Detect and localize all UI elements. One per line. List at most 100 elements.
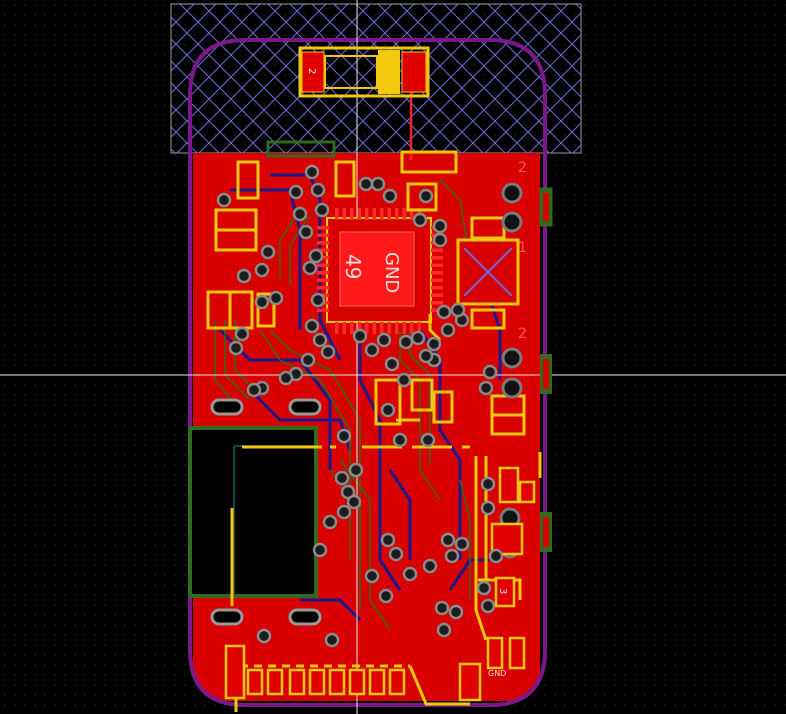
via xyxy=(402,566,418,582)
ic-pin xyxy=(365,322,369,334)
ic-pin xyxy=(431,301,443,305)
via xyxy=(418,348,434,364)
via xyxy=(334,470,350,486)
ic-pin xyxy=(387,208,391,220)
via xyxy=(304,164,320,180)
ic-pin xyxy=(357,208,361,220)
via xyxy=(320,344,336,360)
via xyxy=(388,546,404,562)
via xyxy=(246,382,262,398)
ic-pin xyxy=(350,322,354,334)
center-passives[interactable] xyxy=(374,378,526,436)
via xyxy=(300,352,316,368)
via xyxy=(236,268,252,284)
via xyxy=(410,330,426,346)
ic-pin xyxy=(380,322,384,334)
side-connectors[interactable] xyxy=(539,187,553,552)
via xyxy=(422,558,438,574)
via xyxy=(254,294,270,310)
via xyxy=(234,326,250,342)
via xyxy=(228,340,244,356)
ic-pin xyxy=(402,322,406,334)
via xyxy=(436,622,452,638)
via xyxy=(440,532,456,548)
via xyxy=(352,328,368,344)
via xyxy=(448,604,464,620)
via xyxy=(396,372,412,388)
ic-pin xyxy=(395,208,399,220)
ic-pin xyxy=(372,322,376,334)
via xyxy=(480,598,496,614)
via xyxy=(256,628,272,644)
via xyxy=(336,428,352,444)
via xyxy=(382,188,398,204)
via xyxy=(278,370,294,386)
ic-pin xyxy=(365,208,369,220)
via xyxy=(450,302,466,318)
via xyxy=(302,260,318,276)
via xyxy=(308,248,324,264)
ic-pin xyxy=(410,322,414,334)
crystal-component[interactable] xyxy=(456,216,520,330)
ic-pin xyxy=(387,322,391,334)
via xyxy=(336,504,352,520)
silkscreen-text: GND 49 2 2 1 2 3 GND xyxy=(306,68,527,678)
via xyxy=(392,432,408,448)
via xyxy=(288,184,304,200)
vias xyxy=(216,164,504,648)
via xyxy=(444,548,460,564)
ic-pin xyxy=(431,293,443,297)
via xyxy=(432,232,448,248)
ic-pin xyxy=(410,208,414,220)
ic-pin xyxy=(431,256,443,260)
via xyxy=(478,380,494,396)
ic-pad-number-label: 49 xyxy=(341,254,365,279)
via xyxy=(254,262,270,278)
via xyxy=(434,600,450,616)
ic-pin xyxy=(317,226,329,230)
via xyxy=(378,588,394,604)
left-passives[interactable] xyxy=(206,150,458,330)
usb-connector-courtyard xyxy=(188,426,318,598)
pad-2-right-a-label: 2 xyxy=(518,160,527,176)
via xyxy=(346,494,362,510)
via xyxy=(476,580,492,596)
ic-pin xyxy=(372,208,376,220)
ic-pin xyxy=(317,271,329,275)
via xyxy=(398,334,414,350)
ic-pin xyxy=(342,208,346,220)
ic-pin xyxy=(335,322,339,334)
ic-pin xyxy=(431,278,443,282)
lower-right-parts[interactable] xyxy=(486,466,536,670)
via xyxy=(380,402,396,418)
via xyxy=(480,476,496,492)
top-fuse-footprint[interactable] xyxy=(298,46,430,98)
via xyxy=(310,292,326,308)
ic-pad-net-label: GND xyxy=(381,252,402,293)
main-ic[interactable] xyxy=(317,208,443,334)
via xyxy=(216,192,232,208)
ic-pin xyxy=(317,263,329,267)
ic-pin xyxy=(431,263,443,267)
bottom-pad-row[interactable] xyxy=(224,644,482,702)
net-gnd-lower-label: GND xyxy=(488,669,506,678)
via xyxy=(420,432,436,448)
via xyxy=(314,202,330,218)
ic-pin xyxy=(357,322,361,334)
ic-pin xyxy=(350,208,354,220)
ic-pin xyxy=(431,271,443,275)
via xyxy=(312,542,328,558)
ic-pin xyxy=(395,322,399,334)
via xyxy=(418,188,434,204)
pad-2-right-b-label: 2 xyxy=(518,326,527,342)
ic-pin xyxy=(417,322,421,334)
via xyxy=(312,332,328,348)
via xyxy=(364,342,380,358)
silkscreen-lines xyxy=(230,314,542,712)
via xyxy=(348,462,364,478)
ic-pin xyxy=(335,208,339,220)
via xyxy=(322,514,338,530)
